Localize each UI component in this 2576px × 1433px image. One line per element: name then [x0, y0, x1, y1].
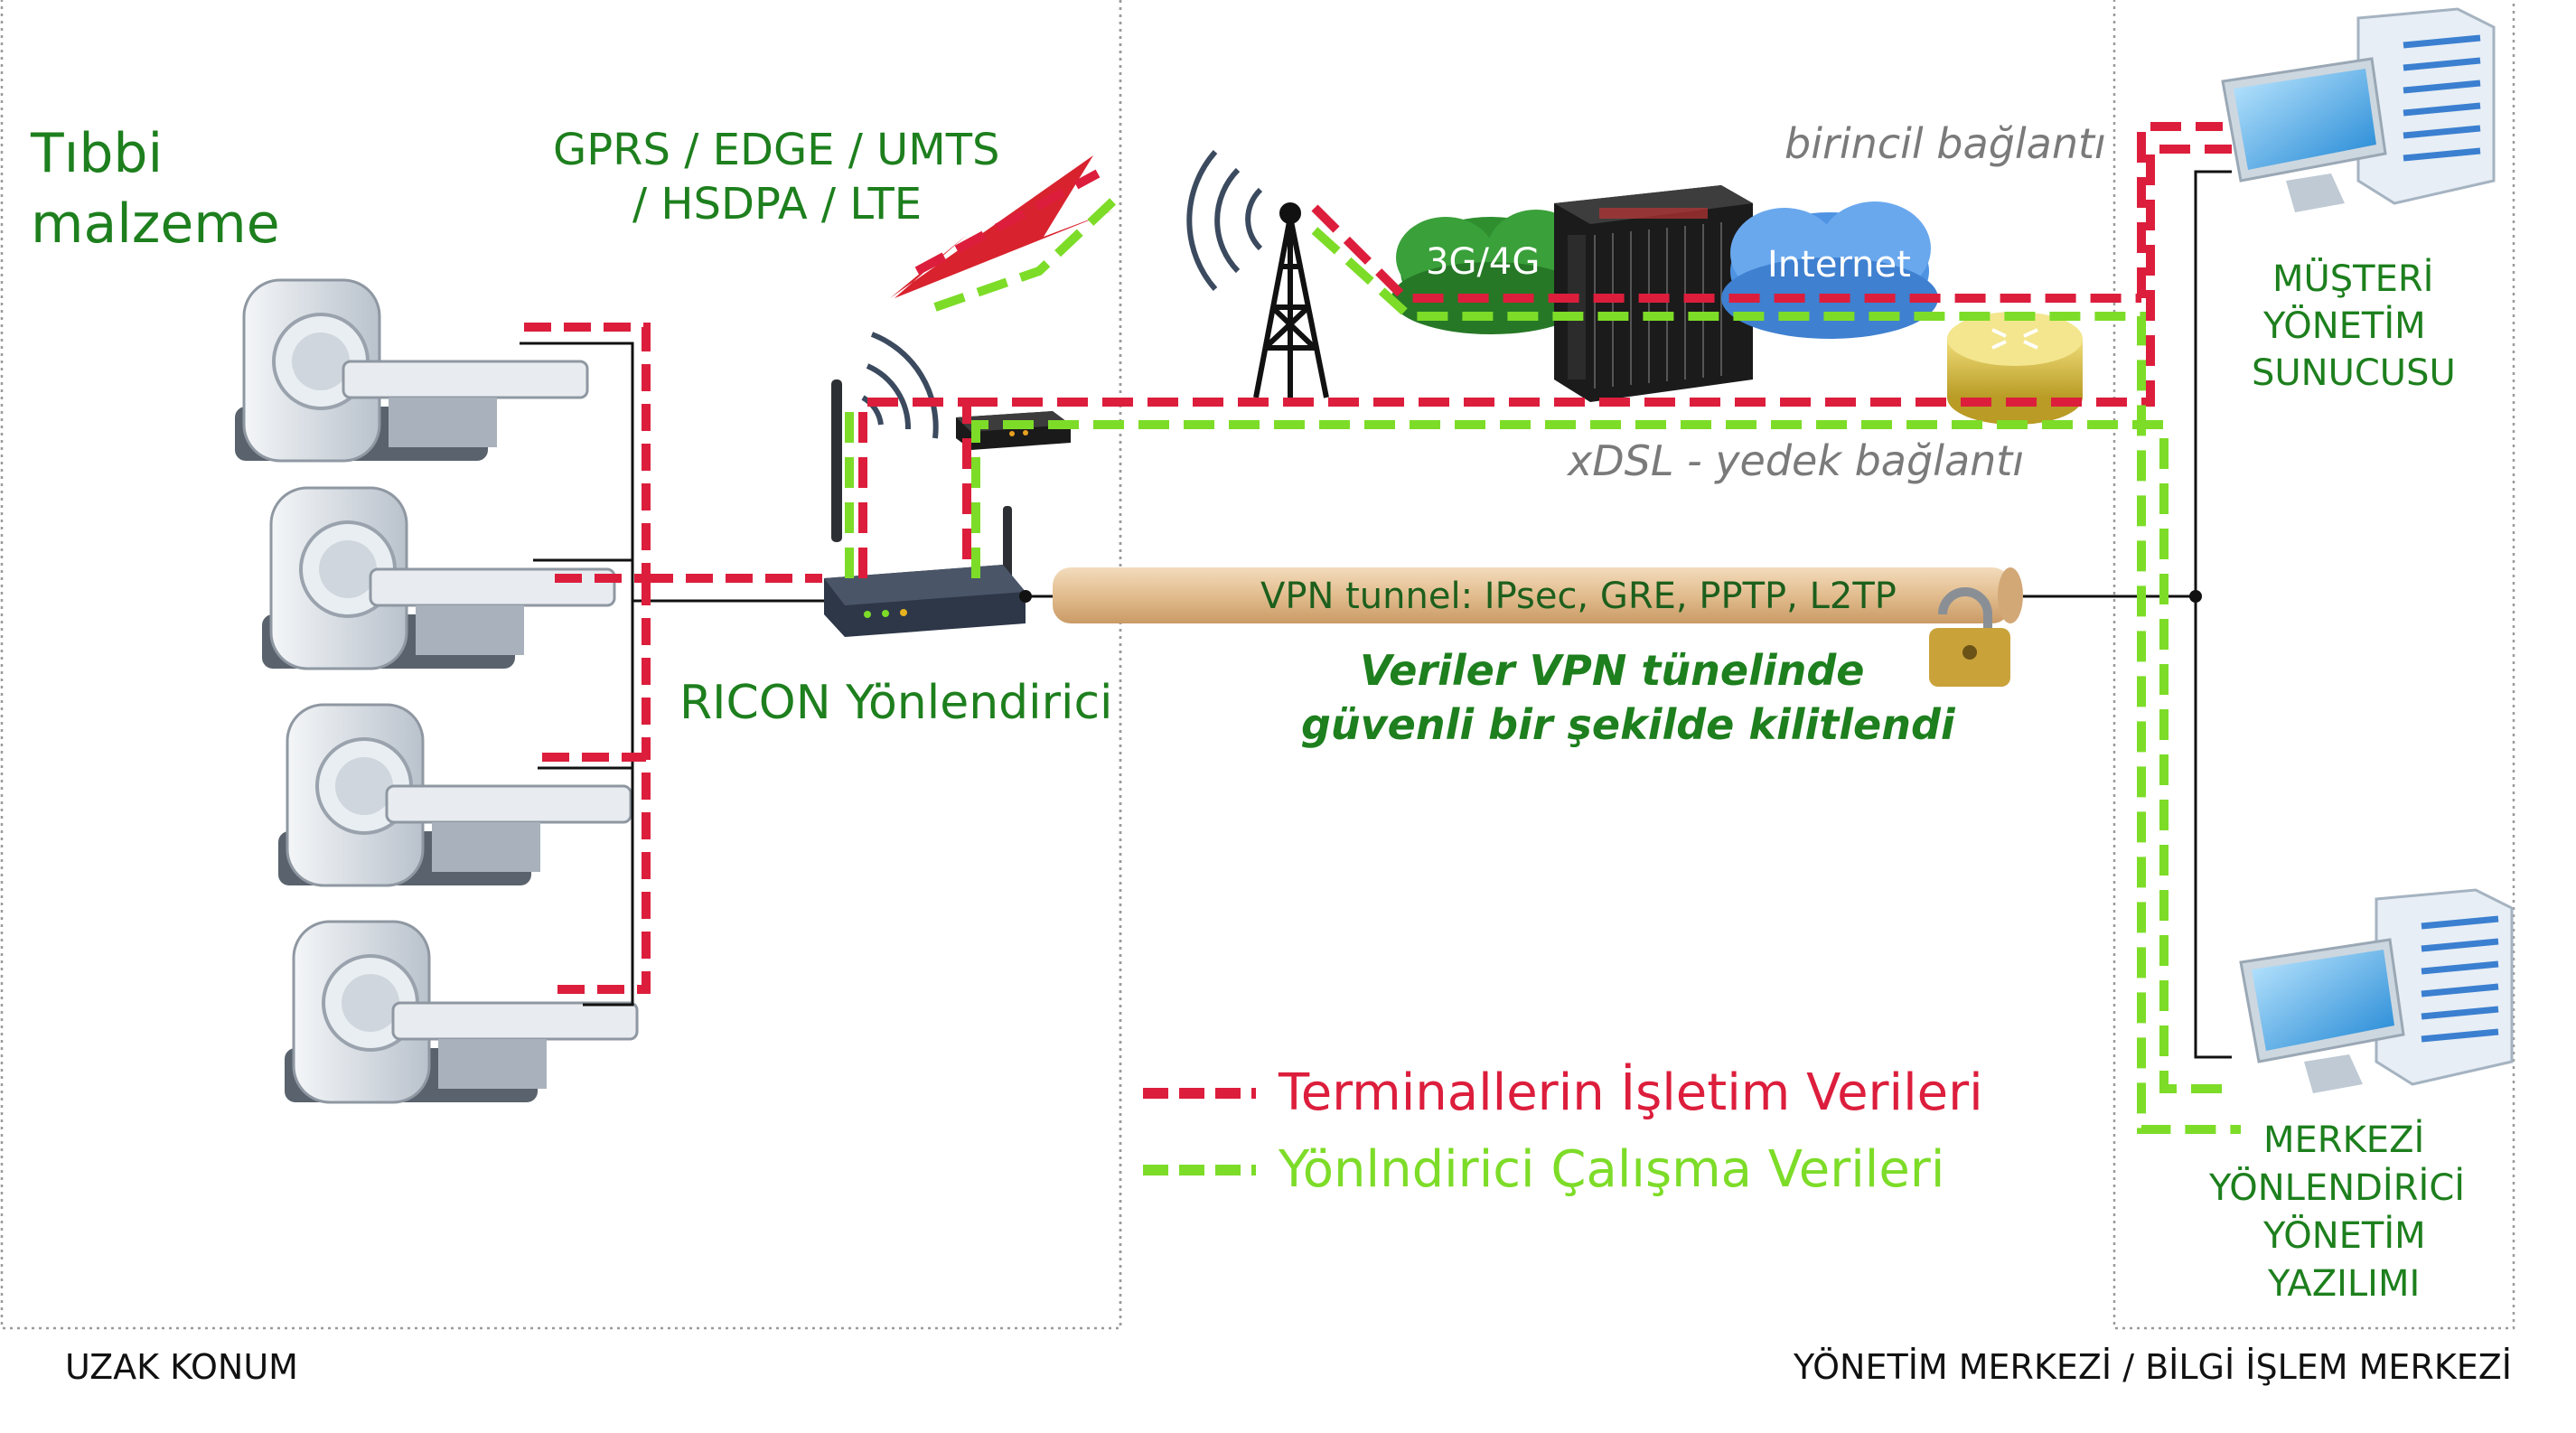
vpn-note-1: Veriler VPN tünelinde [1360, 646, 1865, 695]
central-software-label-1: MERKEZİ [2263, 1118, 2424, 1161]
core-router-icon [1947, 312, 2083, 425]
cloud-3g-label: 3G/4G [1426, 241, 1540, 283]
primary-link-label: birincil bağlantı [1784, 119, 2106, 168]
customer-server-label-3: SUNUCUSU [2252, 352, 2456, 394]
vpn-note-2: güvenli bir şekilde kilitlendi [1301, 700, 1956, 749]
mri-scanner-icon [285, 920, 639, 1104]
signal-waves-icon [1186, 150, 1263, 291]
central-software-label-3: YÖNETİM [2262, 1213, 2426, 1257]
central-software-label-2: YÖNLENDİRİCİ [2208, 1166, 2465, 1209]
lan-bus [520, 342, 836, 1007]
legend-label-terminal: Terminallerin İşletim Verileri [1278, 1063, 1983, 1122]
computer-server-icon [2239, 888, 2514, 1093]
legend-label-router: Yönlndirici Çalışma Verileri [1278, 1140, 1944, 1199]
medical-equipment-label-2: malzeme [31, 192, 280, 256]
router-label: RICON Yönlendirici [679, 676, 1112, 730]
router-data-path [845, 191, 2241, 1134]
mri-scanner-icon [262, 486, 616, 670]
remote-site-label: UZAK KONUM [65, 1347, 298, 1387]
mri-scanner-icon [278, 703, 632, 887]
cell-tower-icon [1253, 202, 1329, 398]
vpn-tunnel-label: VPN tunnel: IPsec, GRE, PPTP, L2TP [1260, 576, 1897, 617]
customer-server-label-1: MÜŞTERİ [2272, 257, 2433, 300]
vpn-tunnel [1053, 567, 2023, 623]
padlock-icon [1929, 587, 2010, 687]
computer-server-icon [2221, 7, 2496, 212]
data-center-label: YÖNETİM MERKEZİ / BİLGİ İŞLEM MERKEZİ [1793, 1347, 2512, 1387]
terminal-data-path-lan [524, 323, 822, 994]
region-boxes [0, 0, 2515, 1330]
legend: Terminallerin İşletim Verileri Yönlndiri… [1143, 1063, 1983, 1199]
customer-server-label-2: YÖNETİM [2262, 304, 2426, 347]
central-software-label-4: YAZILIMI [2267, 1263, 2420, 1305]
wireless-label-2: / HSDPA / LTE [632, 179, 922, 229]
wireless-label-1: GPRS / EDGE / UMTS [553, 125, 999, 175]
backup-link-label: xDSL - yedek bağlantı [1566, 436, 2024, 485]
mri-scanner-icon [235, 278, 589, 463]
cloud-internet-label: Internet [1767, 244, 1911, 286]
terminal-data-path-wan [858, 122, 2232, 578]
junction-dot [1019, 590, 1032, 603]
wifi-waves-icon [861, 332, 939, 439]
medical-equipment-label-1: Tıbbi [30, 122, 163, 185]
junction-dot [2189, 590, 2202, 603]
